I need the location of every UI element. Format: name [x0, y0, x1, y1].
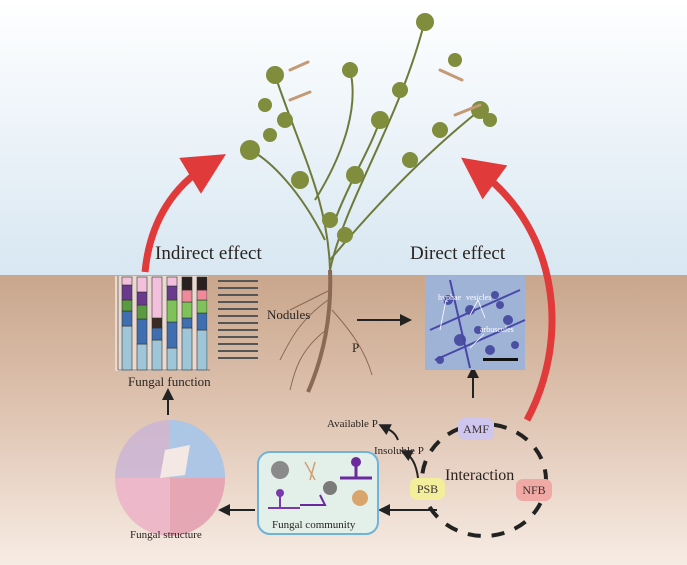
- fungal-function-label: Fungal function: [128, 374, 211, 389]
- root-system: [279, 269, 373, 393]
- fungal-community-box: [257, 451, 379, 535]
- insoluble-to-available-p-arrow: [378, 424, 399, 441]
- direct-effect-label: Direct effect: [410, 243, 506, 264]
- fungal-community-label: Fungal community: [272, 519, 356, 531]
- seed-pods: [288, 60, 482, 117]
- nodules-label: Nodules: [267, 307, 311, 322]
- indirect-effect-arrow: [141, 154, 226, 273]
- amf-micrograph: [425, 276, 526, 370]
- plant-leaves: [240, 13, 497, 243]
- direct-effect-arrow: [461, 157, 556, 422]
- hyphae-label: hyphae: [438, 293, 462, 302]
- arbuscules-label: arbuscules: [480, 325, 514, 334]
- fungal-structure-label: Fungal structure: [130, 529, 202, 541]
- p-label: P: [352, 340, 360, 355]
- insoluble-p-label: Insoluble P: [374, 445, 424, 457]
- psb-to-insoluble-p-arrow: [400, 450, 419, 479]
- fungal-structure-network: [115, 420, 225, 536]
- psb-badge: PSB: [410, 478, 445, 500]
- available-p-label: Available P: [327, 418, 378, 430]
- vesicles-label: vesicles: [466, 293, 492, 302]
- amf-badge: AMF: [458, 418, 494, 440]
- fungal-function-chart: [115, 276, 258, 371]
- interaction-label: Interaction: [445, 467, 515, 484]
- nfb-badge: NFB: [516, 479, 552, 501]
- indirect-effect-label: Indirect effect: [155, 243, 262, 264]
